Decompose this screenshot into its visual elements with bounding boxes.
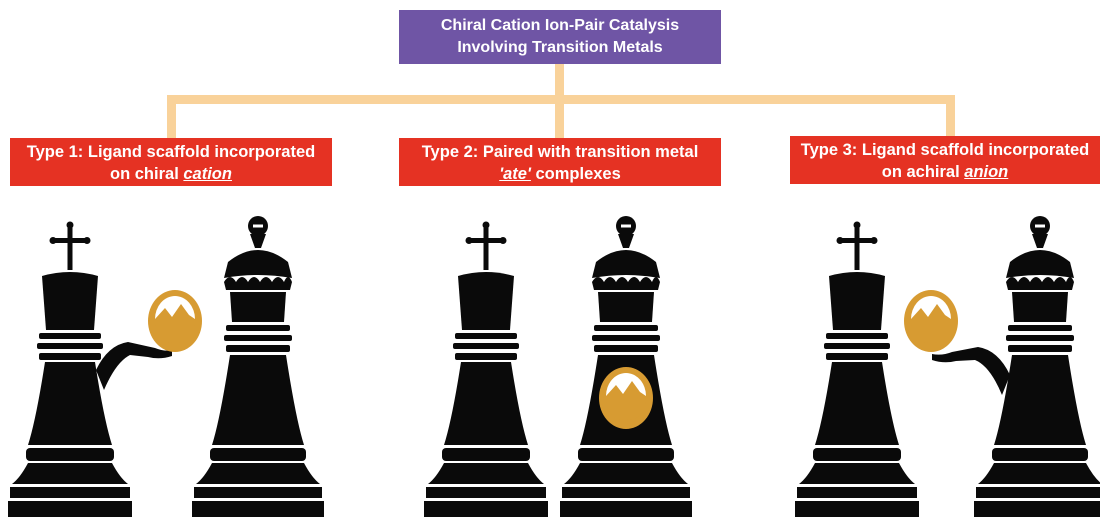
type-1-emphasis: cation <box>183 165 232 183</box>
title-box: Chiral Cation Ion-Pair Catalysis Involvi… <box>399 10 721 64</box>
type-2-box: Type 2: Paired with transition metal 'at… <box>399 138 721 186</box>
type-2-egg-icon <box>599 367 653 429</box>
type-3-arm-icon <box>932 347 1010 395</box>
type-2-king-icon <box>424 221 548 517</box>
type-1-egg-icon <box>148 290 202 352</box>
type-3-heading: Type 3: Ligand scaffold incorporated <box>800 141 1090 159</box>
title-line-1: Chiral Cation Ion-Pair Catalysis <box>440 17 680 34</box>
type-2-emphasis: 'ate' <box>499 165 531 183</box>
type-1-prefix: on chiral <box>110 165 184 183</box>
type-1-arm-icon <box>96 342 172 390</box>
type-2-suffix: complexes <box>530 165 621 183</box>
type-2-heading: Type 2: Paired with transition metal <box>421 143 699 161</box>
type-2-subheading: 'ate' complexes <box>399 163 721 185</box>
type-1-subheading: on chiral cation <box>10 163 332 185</box>
type-1-queen-icon <box>192 216 324 517</box>
connector-drop-3 <box>946 95 955 136</box>
connector-drop-1 <box>167 95 176 138</box>
type-1-heading: Type 1: Ligand scaffold incorporated <box>26 143 316 161</box>
connector-stem <box>555 64 564 100</box>
type-3-emphasis: anion <box>964 163 1009 181</box>
type-3-pieces <box>795 216 1100 517</box>
connector-drop-2 <box>555 95 564 138</box>
title-line-2: Involving Transition Metals <box>457 39 663 56</box>
type-2-queen-icon <box>560 216 692 517</box>
type-1-pieces <box>8 216 324 517</box>
type-1-box: Type 1: Ligand scaffold incorporated on … <box>10 138 332 186</box>
type-2-pieces <box>424 216 692 517</box>
type-3-king-icon <box>795 221 919 517</box>
type-3-subheading: on achiral anion <box>790 161 1100 183</box>
type-3-prefix: on achiral <box>881 163 965 181</box>
type-3-box: Type 3: Ligand scaffold incorporated on … <box>790 136 1100 184</box>
type-3-egg-icon <box>904 290 958 352</box>
